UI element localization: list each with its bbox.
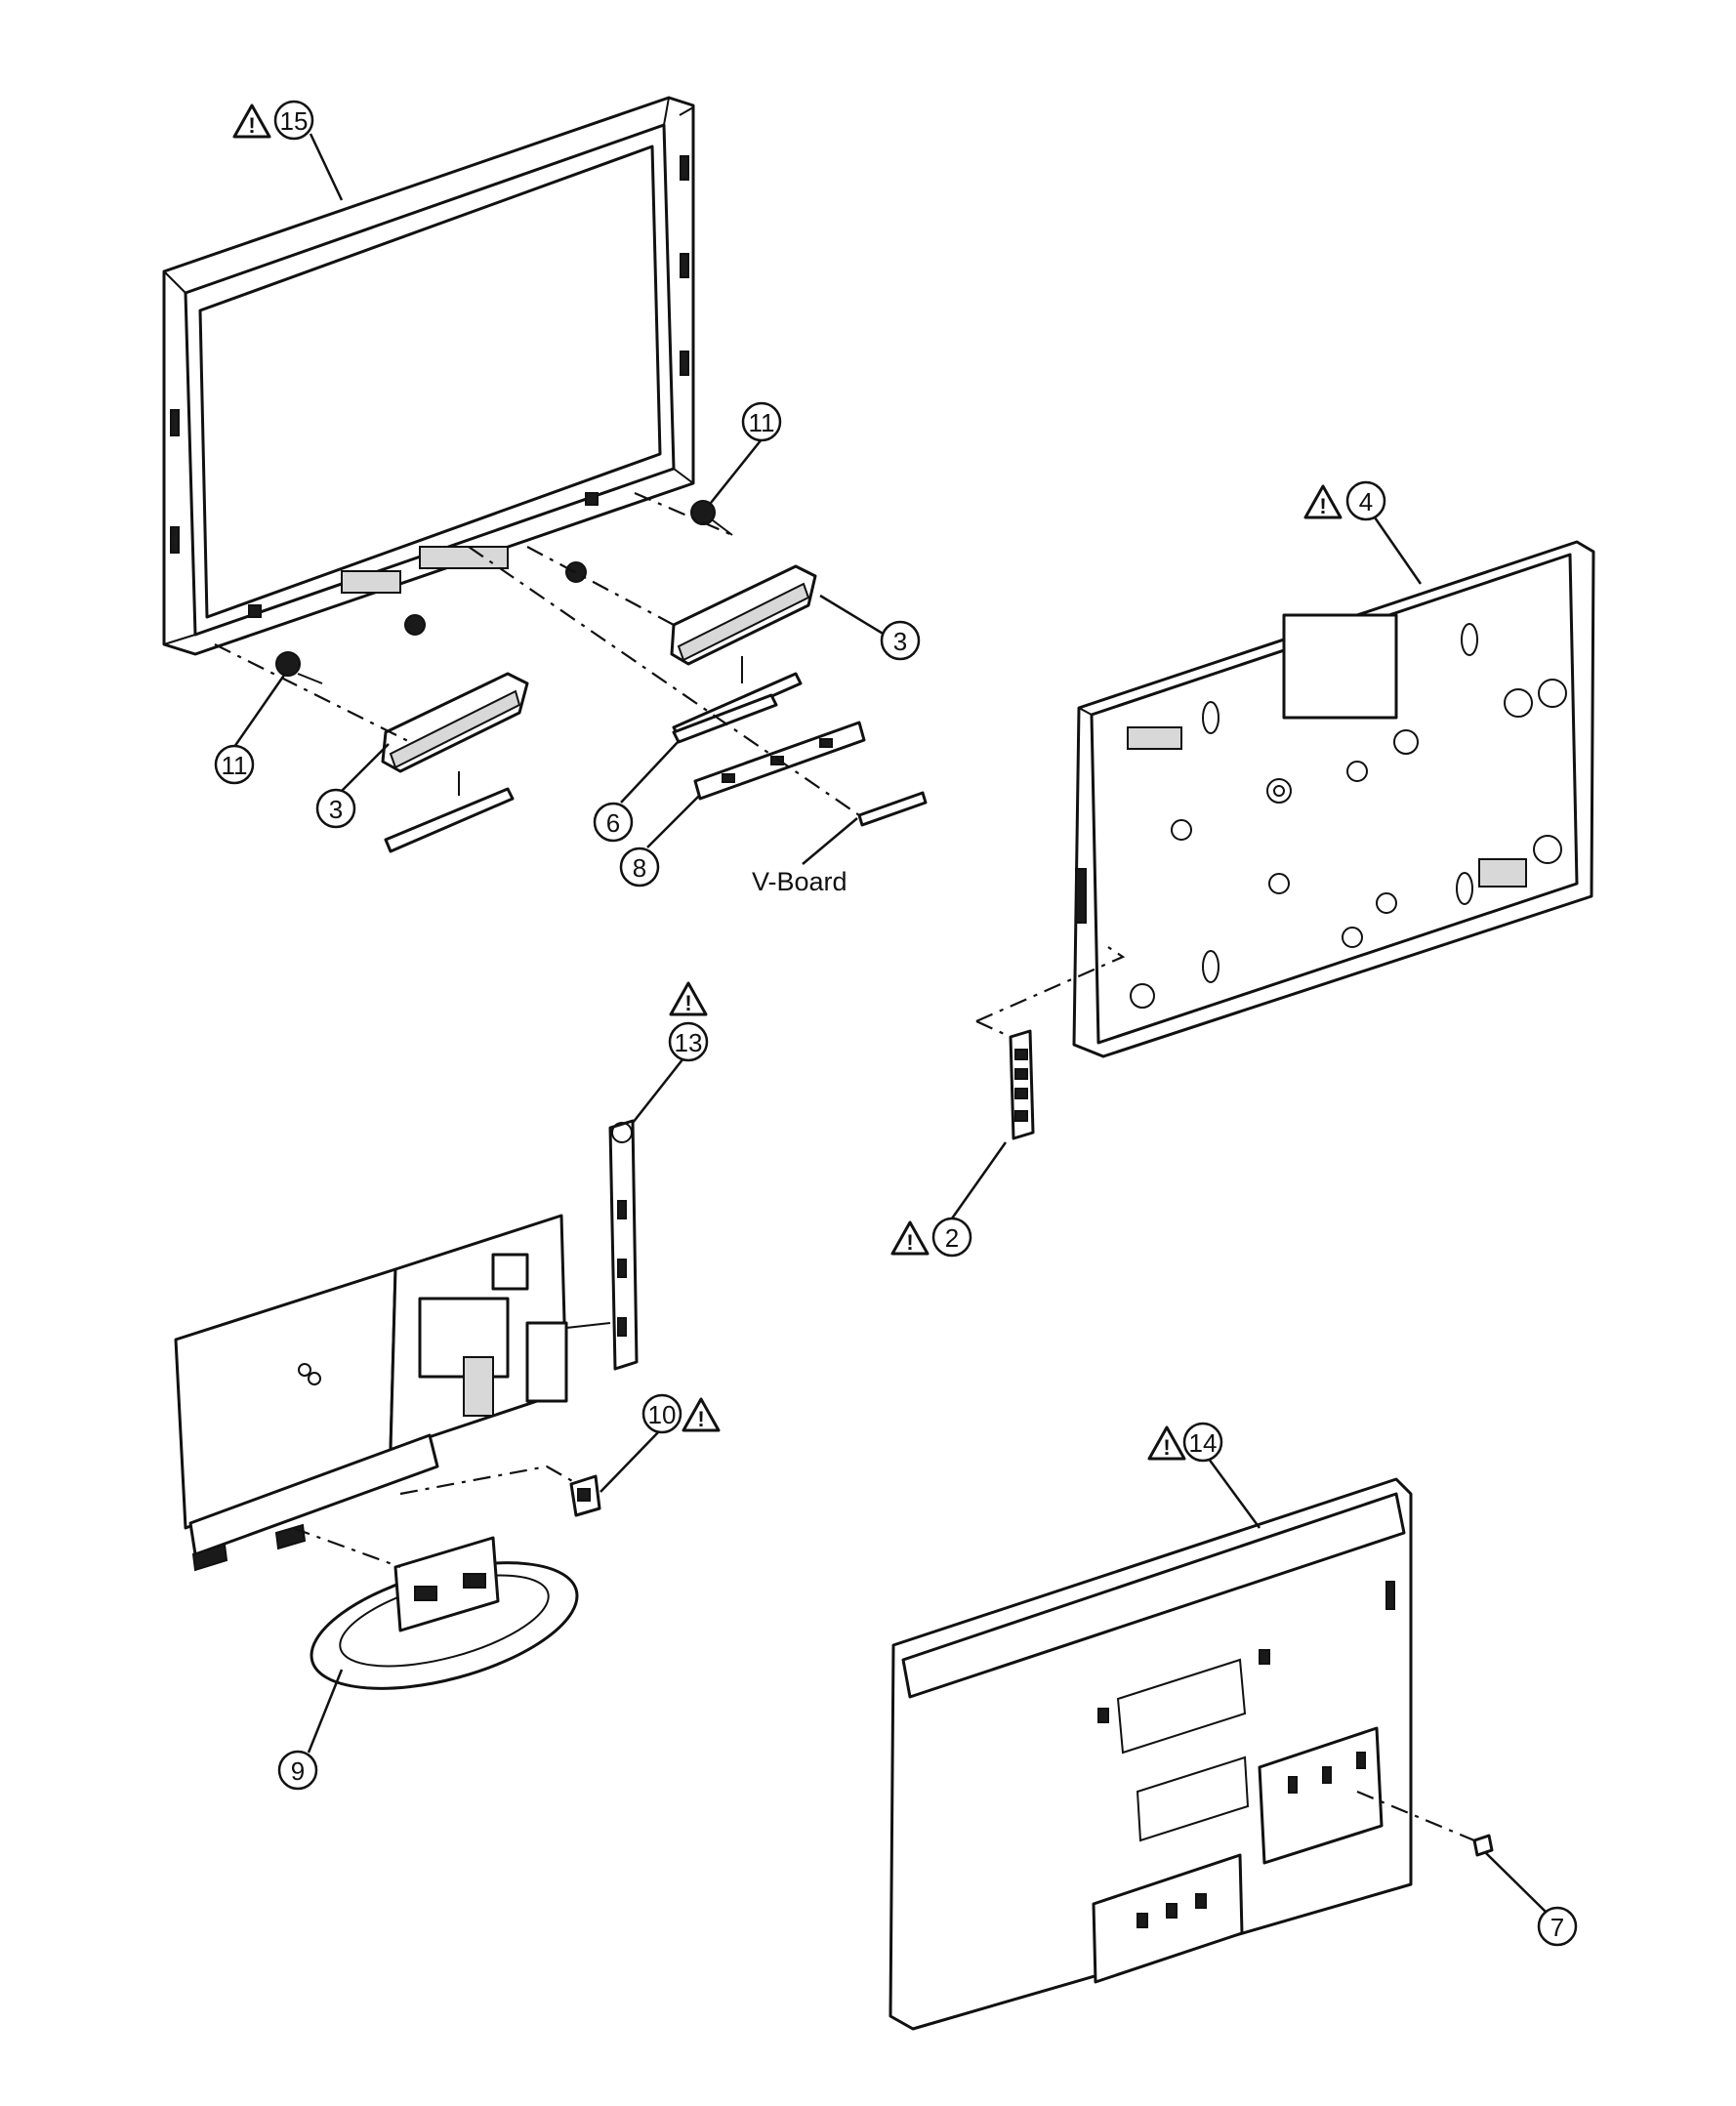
callout-8: 8 [619,847,660,888]
main-board-assembly [174,1214,611,1572]
callout-10: 10 ! [641,1393,721,1434]
screw [565,561,587,583]
screw-right-part-11 [690,500,733,536]
callout-14: ! 14 [1147,1422,1223,1463]
clip-part-7 [1472,1834,1494,1857]
callout-number: 13 [675,1028,703,1057]
callout-13: ! 13 [668,981,709,1062]
callout-number: 15 [280,106,309,136]
module-part-2 [1009,1029,1035,1140]
callout-9: 9 [277,1750,318,1791]
leader-lines [232,133,1547,1913]
callout-number: 4 [1359,487,1373,516]
warning-icon: ! [248,113,255,138]
callout-number: 3 [329,795,343,824]
speaker-left-part-3 [381,672,529,853]
callout-11-left: 11 [214,744,255,785]
warning-icon: ! [906,1230,913,1255]
v-board-label: V-Board [752,867,847,896]
callout-number: 2 [945,1223,959,1253]
callout-number: 14 [1189,1428,1218,1458]
warning-icon: ! [1163,1435,1170,1460]
warning-icon: ! [684,991,691,1015]
callout-15: ! 15 [232,100,314,141]
front-bezel-part-15 [162,96,695,656]
board-part-6 [672,693,778,744]
callout-7: 7 [1537,1906,1578,1947]
warning-icon: ! [1319,494,1326,518]
stand-part-9 [310,1536,579,1690]
callout-11-right: 11 [741,401,782,442]
callout-6: 6 [593,802,634,843]
v-board [857,791,928,827]
speaker-right-part-3 [670,564,817,739]
callout-number: 10 [648,1400,677,1429]
display-panel-part-4 [1072,540,1595,1058]
callout-3-right: 3 [880,620,921,661]
screw-left-part-11 [275,651,323,684]
callout-2: ! 2 [890,1217,972,1258]
board-part-13 [608,1119,639,1371]
callout-4: ! 4 [1303,480,1386,521]
callout-3-left: 3 [315,788,356,829]
callout-number: 3 [893,627,907,656]
callout-number: 7 [1550,1913,1564,1942]
back-cover-part-14 [889,1477,1413,2031]
callout-number: 11 [222,751,248,780]
bracket-part-10 [569,1474,601,1517]
callout-number: 8 [633,853,646,883]
assembly-lines [214,491,1475,1842]
warning-icon: ! [697,1407,704,1431]
callout-number: 9 [291,1756,305,1786]
callout-number: 6 [606,808,620,838]
callout-number: 11 [749,408,775,437]
screw [404,614,426,636]
callout-v-board: V-Board [752,867,847,896]
